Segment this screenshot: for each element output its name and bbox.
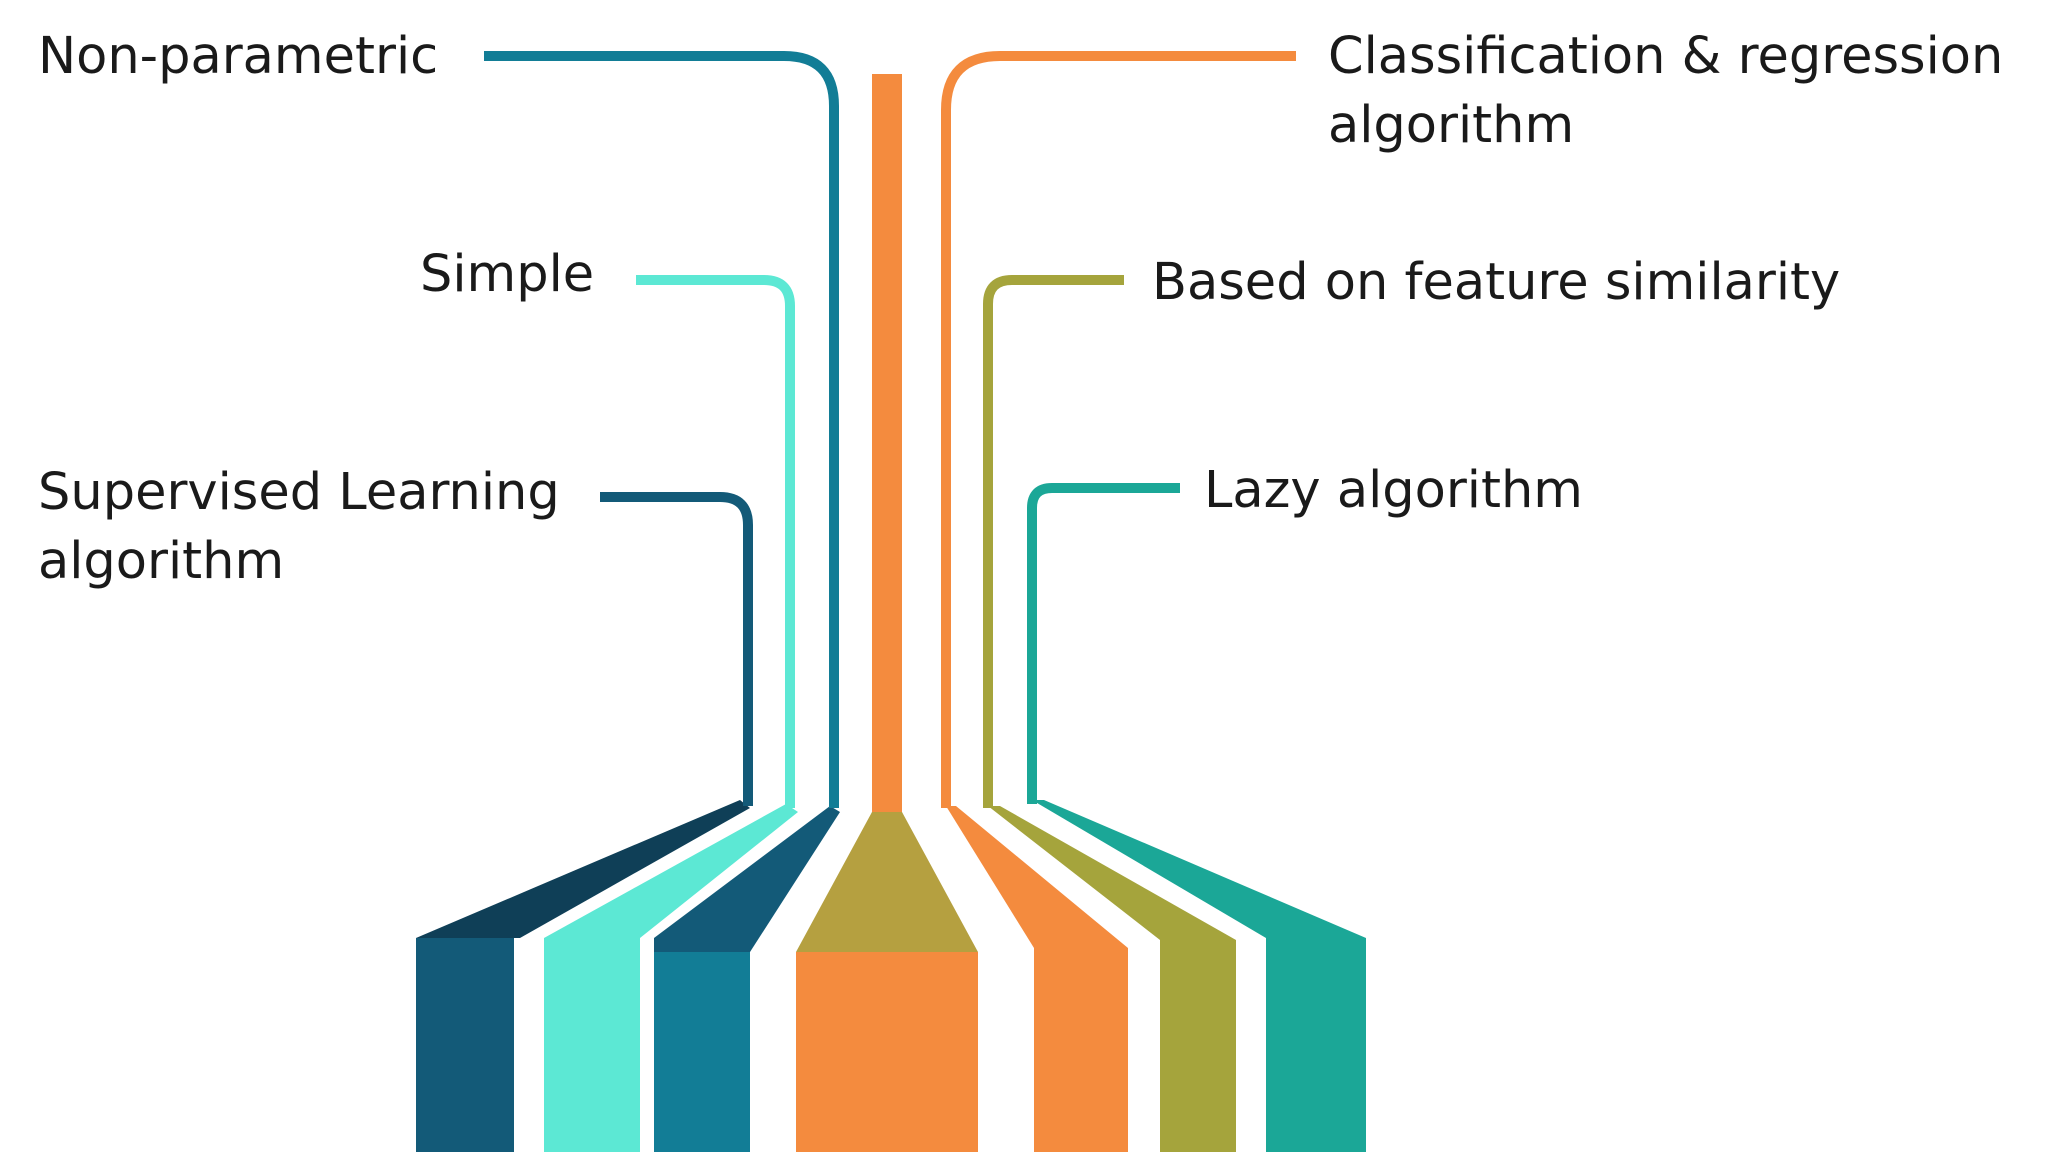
supervised-learning-connector	[600, 492, 753, 806]
lazy-algorithm-base-block	[1266, 938, 1366, 1152]
trunk-cap	[796, 812, 978, 952]
feature-similarity-base-slant	[988, 806, 1236, 940]
lazy-algorithm-base-slant	[1032, 800, 1366, 938]
label-line: Classification & regression	[1328, 27, 2004, 86]
lazy-algorithm-label: Lazy algorithm	[1204, 456, 1583, 525]
feature-similarity-connector	[983, 275, 1124, 808]
right-blocks	[946, 800, 1366, 1152]
label-line: Simple	[420, 245, 595, 304]
feature-similarity-label: Based on feature similarity	[1152, 248, 1840, 317]
non-parametric-base-slant	[654, 806, 840, 952]
label-line: Lazy algorithm	[1204, 461, 1583, 520]
trunk-base-block	[796, 952, 978, 1152]
label-line: algorithm	[38, 532, 285, 591]
trunk	[796, 74, 978, 1152]
label-line: Supervised Learning	[38, 463, 560, 522]
left-blocks	[416, 800, 840, 1152]
supervised-learning-base-slant	[416, 800, 750, 938]
non-parametric-connector	[484, 51, 839, 808]
classification-connector	[941, 51, 1296, 808]
simple-label: Simple	[420, 240, 594, 309]
non-parametric-base-block	[654, 952, 750, 1152]
label-line: Non-parametric	[38, 27, 439, 86]
trunk-stem	[872, 74, 902, 812]
classification-base-block	[1034, 948, 1128, 1152]
label-line: algorithm	[1328, 96, 1575, 155]
supervised-learning-label: Supervised Learning algorithm	[38, 458, 560, 596]
classification-base-slant	[946, 806, 1128, 948]
supervised-learning-base-block	[416, 938, 514, 1152]
classification-regression-label: Classification & regression algorithm	[1328, 22, 2003, 160]
label-line: Based on feature similarity	[1152, 253, 1841, 312]
feature-similarity-base-block	[1160, 940, 1236, 1152]
simple-base-slant	[544, 804, 798, 938]
lazy-algorithm-connector	[1027, 483, 1180, 804]
simple-base-block	[544, 938, 640, 1152]
simple-connector	[636, 275, 795, 808]
connectors	[484, 51, 1296, 808]
non-parametric-label: Non-parametric	[38, 22, 438, 91]
